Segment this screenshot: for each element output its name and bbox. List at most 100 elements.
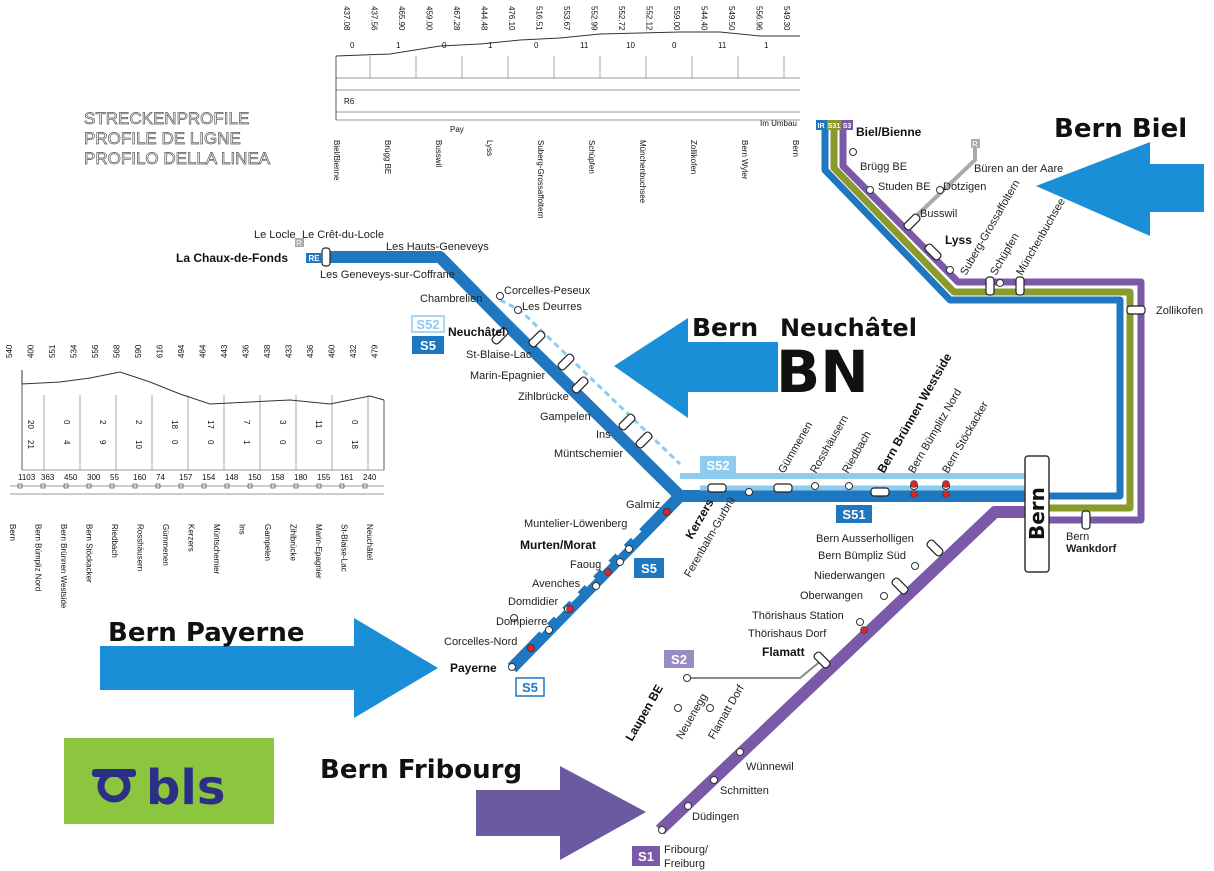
stop-marker-major[interactable] [985, 276, 995, 296]
stop-marker[interactable] [683, 674, 691, 682]
stop-marker[interactable] [880, 592, 888, 600]
station-faoug[interactable]: Faoug [570, 559, 601, 571]
stop-marker-major[interactable] [1126, 305, 1146, 315]
stop-marker-major[interactable] [773, 483, 793, 493]
stop-marker-major[interactable] [891, 577, 909, 595]
station-muenchenbuchsee[interactable]: Münchenbuchsee [1014, 196, 1068, 277]
stop-marker[interactable] [674, 704, 682, 712]
stop-marker[interactable] [508, 663, 516, 671]
station-le-locle[interactable]: Le Locle [254, 229, 296, 241]
stop-marker[interactable] [996, 279, 1004, 287]
stop-marker-accessible[interactable] [663, 508, 671, 516]
stop-marker-major[interactable] [571, 376, 589, 394]
station-corcelles-peseux[interactable]: Corcelles-Peseux [504, 285, 591, 297]
station-dotzigen[interactable]: Dotzigen [943, 181, 986, 193]
stop-marker[interactable] [706, 704, 714, 712]
stop-marker-accessible[interactable] [942, 490, 950, 498]
station-wankdorf[interactable]: Wankdorf [1066, 543, 1117, 555]
stop-marker[interactable] [625, 545, 633, 553]
station-zihlbruecke[interactable]: Zihlbrücke [518, 391, 569, 403]
stop-marker[interactable] [811, 482, 819, 490]
station-riedbach[interactable]: Riedbach [840, 429, 874, 475]
stop-marker-major[interactable] [491, 327, 509, 345]
station-muentschemier[interactable]: Müntschemier [554, 448, 623, 460]
station-payerne[interactable]: Payerne [450, 661, 497, 675]
station-thoerishaus-dorf[interactable]: Thörishaus Dorf [748, 628, 827, 640]
stop-marker[interactable] [849, 148, 857, 156]
station-dompierre[interactable]: Dompierre [496, 616, 547, 628]
stop-marker-accessible[interactable] [910, 490, 918, 498]
stop-marker-accessible[interactable] [910, 480, 918, 488]
station-schmitten[interactable]: Schmitten [720, 785, 769, 797]
stop-marker-major[interactable] [1081, 510, 1091, 530]
stop-marker[interactable] [745, 488, 753, 496]
station-domdidier[interactable]: Domdidier [508, 596, 558, 608]
station-le-cret[interactable]: Le Crêt-du-Locle [302, 229, 384, 241]
station-ins[interactable]: Ins [596, 429, 611, 441]
station-wuennewil[interactable]: Wünnewil [746, 761, 794, 773]
stop-marker[interactable] [736, 748, 744, 756]
stop-marker-major[interactable] [635, 431, 653, 449]
bern-station[interactable]: Bern [1024, 455, 1050, 573]
station-bern-wankdorf[interactable]: Bern [1066, 531, 1089, 543]
station-neuchatel[interactable]: Neuchâtel [448, 325, 505, 339]
station-galmiz[interactable]: Galmiz [626, 499, 660, 511]
station-oberwangen[interactable]: Oberwangen [800, 590, 863, 602]
station-neuenegg[interactable]: Neuenegg [674, 692, 710, 742]
stop-marker-major[interactable] [903, 213, 921, 231]
station-busswil[interactable]: Busswil [920, 208, 957, 220]
station-corcelles-nord[interactable]: Corcelles-Nord [444, 636, 517, 648]
station-bueren[interactable]: Büren an der Aare [974, 163, 1063, 175]
stop-marker-accessible[interactable] [527, 644, 535, 652]
stop-marker[interactable] [866, 186, 874, 194]
stop-marker[interactable] [710, 776, 718, 784]
station-flamatt[interactable]: Flamatt [762, 645, 805, 659]
stop-marker[interactable] [510, 614, 518, 622]
stop-marker[interactable] [592, 582, 600, 590]
station-zollikofen[interactable]: Zollikofen [1156, 305, 1203, 317]
stop-marker-major[interactable] [528, 330, 546, 348]
station-biel[interactable]: Biel/Bienne [856, 125, 922, 139]
station-freiburg[interactable]: Freiburg [664, 858, 705, 870]
stop-marker-accessible[interactable] [942, 480, 950, 488]
station-murten[interactable]: Murten/Morat [520, 538, 596, 552]
station-muntelier[interactable]: Muntelier-Löwenberg [524, 518, 627, 530]
station-ausserholligen[interactable]: Bern Ausserholligen [816, 533, 914, 545]
stop-marker-major[interactable] [926, 539, 944, 557]
station-studen[interactable]: Studen BE [878, 181, 931, 193]
station-niederwangen[interactable]: Niederwangen [814, 570, 885, 582]
station-lyss[interactable]: Lyss [945, 233, 972, 247]
stop-marker[interactable] [936, 186, 944, 194]
stop-marker[interactable] [845, 482, 853, 490]
station-st-blaise[interactable]: St-Blaise-Lac [466, 349, 532, 361]
station-flamatt-dorf[interactable]: Flamatt Dorf [706, 682, 747, 741]
station-buemplitz-sued[interactable]: Bern Bümpliz Süd [818, 550, 906, 562]
stop-marker[interactable] [658, 826, 666, 834]
station-deurres[interactable]: Les Deurres [522, 301, 582, 313]
stop-marker-major[interactable] [870, 487, 890, 497]
stop-marker-major[interactable] [707, 483, 727, 493]
station-avenches[interactable]: Avenches [532, 578, 581, 590]
station-marin[interactable]: Marin-Epagnier [470, 370, 546, 382]
station-chaux-de-fonds[interactable]: La Chaux-de-Fonds [176, 251, 288, 265]
station-laupen[interactable]: Laupen BE [622, 682, 665, 743]
stop-marker[interactable] [496, 292, 504, 300]
stop-marker[interactable] [616, 558, 624, 566]
station-chambrelien[interactable]: Chambrelien [420, 293, 482, 305]
station-duedingen[interactable]: Düdingen [692, 811, 739, 823]
stop-marker-major[interactable] [557, 353, 575, 371]
stop-marker-major[interactable] [1015, 276, 1025, 296]
stop-marker-major[interactable] [618, 413, 636, 431]
station-fribourg[interactable]: Fribourg/ [664, 844, 709, 856]
stop-marker[interactable] [684, 802, 692, 810]
stop-marker[interactable] [911, 562, 919, 570]
station-gampelen[interactable]: Gampelen [540, 411, 591, 423]
stop-marker-accessible[interactable] [860, 626, 868, 634]
station-thoerishaus-station[interactable]: Thörishaus Station [752, 610, 844, 622]
station-geneveys-coffrane[interactable]: Les Geneveys-sur-Coffrane [320, 269, 455, 281]
stop-marker-major[interactable] [924, 243, 942, 261]
station-bruegg[interactable]: Brügg BE [860, 161, 907, 173]
stop-marker[interactable] [946, 266, 954, 274]
stop-marker[interactable] [856, 618, 864, 626]
stop-marker-accessible[interactable] [604, 568, 612, 576]
